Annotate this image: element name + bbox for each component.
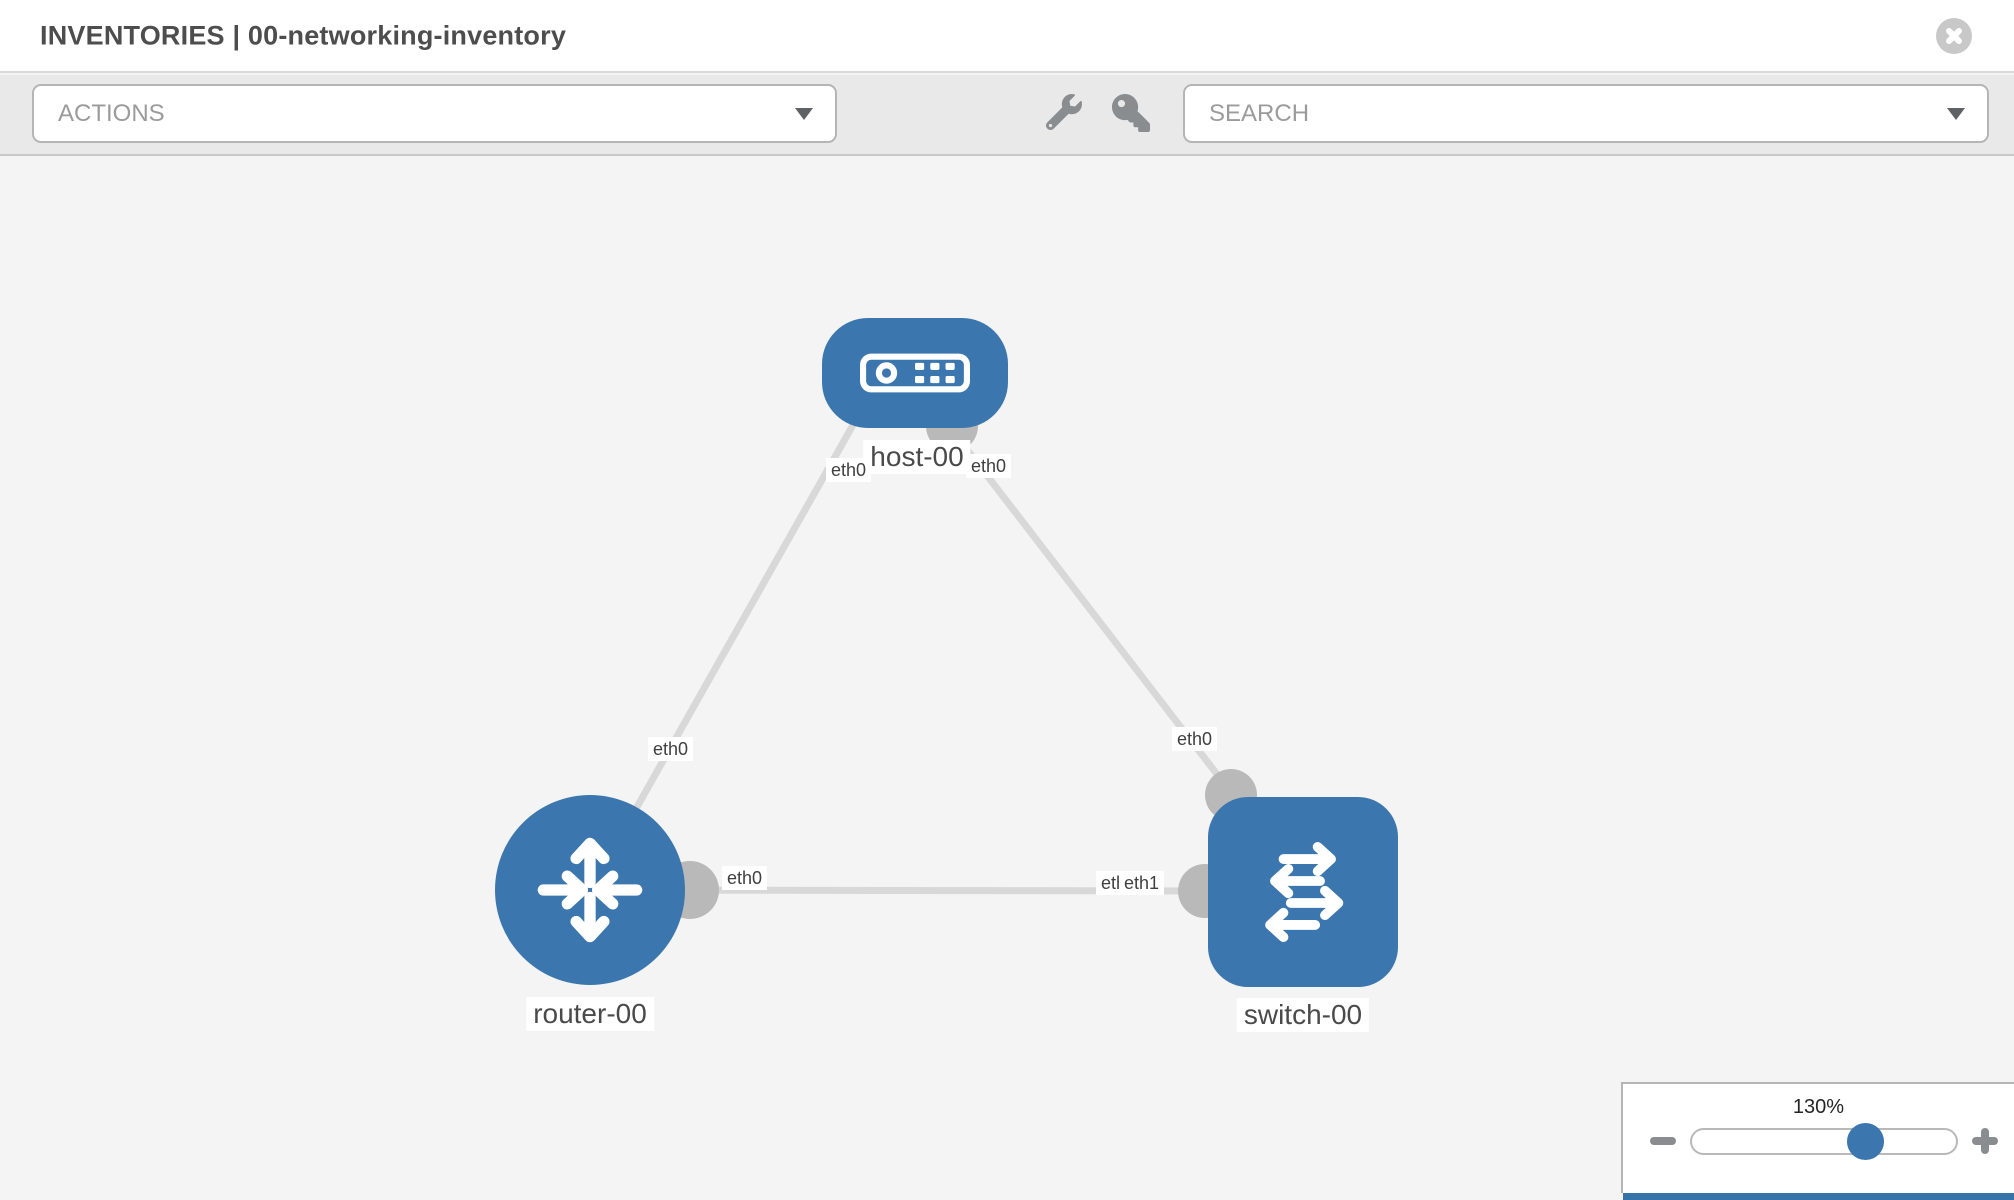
node-switch-00[interactable] xyxy=(1208,797,1398,987)
node-label-host-00: host-00 xyxy=(863,440,971,474)
tools-button[interactable] xyxy=(1046,94,1082,130)
interface-label-host-eth0-right: eth0 xyxy=(966,454,1012,478)
chevron-down-icon xyxy=(795,107,813,120)
node-host-00[interactable] xyxy=(822,318,1008,428)
interface-label-host-switch-eth0: eth0 xyxy=(1172,727,1218,751)
search-dropdown-label: SEARCH xyxy=(1209,99,1310,127)
key-icon xyxy=(1112,94,1150,132)
topology-canvas[interactable] xyxy=(0,156,2014,1200)
close-button[interactable] xyxy=(1936,18,1972,54)
interface-label-router-eth0: eth0 xyxy=(722,866,768,890)
interface-label-router-host-eth0: eth0 xyxy=(648,737,694,761)
switch-arrows-icon xyxy=(1242,831,1364,953)
zoom-percent-label: 130% xyxy=(1792,1096,1845,1118)
circle-x-icon xyxy=(1936,18,1972,54)
interface-label-host-eth0-left: eth0 xyxy=(826,458,872,482)
search-dropdown[interactable]: SEARCH xyxy=(1183,84,1989,143)
credentials-button[interactable] xyxy=(1112,94,1150,132)
zoom-slider-track[interactable] xyxy=(1690,1128,1958,1155)
header: INVENTORIES | 00-networking-inventory xyxy=(0,0,2014,73)
actions-dropdown[interactable]: ACTIONS xyxy=(32,84,837,143)
node-router-00[interactable] xyxy=(495,795,685,985)
toolbar: ACTIONS SEARCH xyxy=(0,75,2014,156)
node-label-router-00: router-00 xyxy=(526,997,654,1031)
zoom-in-button[interactable] xyxy=(1972,1128,1998,1154)
actions-dropdown-label: ACTIONS xyxy=(58,99,165,127)
host-server-icon xyxy=(859,352,971,394)
interface-label-switch-eth1-front: eth1 xyxy=(1119,871,1165,895)
zoom-panel: 130% xyxy=(1621,1082,2014,1193)
wrench-icon xyxy=(1046,94,1082,130)
router-arrows-icon xyxy=(527,827,653,953)
panel-bottom-strip xyxy=(1623,1193,2014,1200)
node-label-switch-00: switch-00 xyxy=(1236,998,1370,1032)
zoom-out-button[interactable] xyxy=(1650,1137,1676,1145)
page-title: INVENTORIES | 00-networking-inventory xyxy=(40,20,567,50)
zoom-slider-thumb[interactable] xyxy=(1847,1123,1884,1160)
chevron-down-icon xyxy=(1947,107,1965,120)
